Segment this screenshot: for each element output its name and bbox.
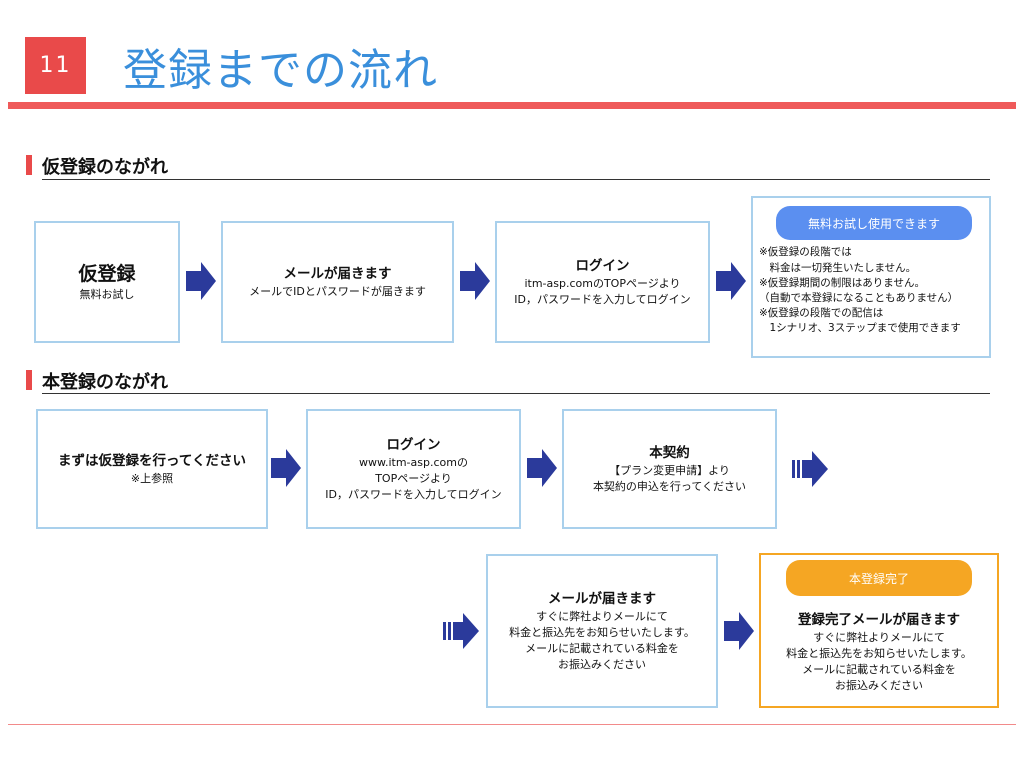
step-line: メールに記載されている料金を bbox=[802, 663, 956, 676]
continue-arrow-icon bbox=[443, 613, 479, 649]
arrow-right-icon bbox=[186, 262, 216, 300]
step-line: メールに記載されている料金を bbox=[525, 641, 679, 655]
section-rule bbox=[42, 179, 990, 180]
slide-number: 11 bbox=[25, 37, 86, 94]
step-title: メールが届きます bbox=[548, 590, 656, 607]
step-title: ログイン bbox=[386, 436, 441, 453]
arrow-right-icon bbox=[716, 262, 746, 300]
step-title: まずは仮登録を行ってください bbox=[58, 452, 246, 469]
step-line: www.itm-asp.comの bbox=[359, 455, 468, 469]
step-line: お振込みください bbox=[558, 657, 646, 671]
step-title: 仮登録 bbox=[78, 263, 136, 285]
step-line: ID，パスワードを入力してログイン bbox=[514, 292, 691, 306]
slide-title: 登録までの流れ bbox=[123, 45, 438, 96]
step-line: すぐに弊社よりメールにて bbox=[813, 631, 945, 644]
step-line: 無料お試し bbox=[79, 288, 135, 301]
step-provisional-register: 仮登録 無料お試し bbox=[34, 221, 180, 343]
step-line: ID，パスワードを入力してログイン bbox=[325, 487, 502, 501]
arrow-right-icon bbox=[527, 449, 557, 487]
step-line: 本契約の申込を行ってください bbox=[592, 479, 747, 493]
free-trial-badge: 無料お試し使用できます bbox=[776, 206, 972, 240]
note-line: ※仮登録の段階での配信は bbox=[759, 307, 884, 319]
step-login: ログイン itm-asp.comのTOPページより ID，パスワードを入力してロ… bbox=[495, 221, 710, 343]
section-marker bbox=[26, 370, 32, 390]
footer-divider bbox=[8, 724, 1016, 725]
step-line: ※上参照 bbox=[130, 471, 174, 485]
arrow-right-icon bbox=[460, 262, 490, 300]
step-line: TOPページより bbox=[375, 471, 452, 485]
section-heading-provisional: 仮登録のながれ bbox=[26, 153, 168, 179]
step-title: 本契約 bbox=[649, 444, 690, 461]
note-line: （自動で本登録になることもありません） bbox=[759, 292, 959, 304]
note-line: 1シナリオ、3ステップまで使用できます bbox=[759, 322, 961, 334]
step-line: itm-asp.comのTOPページより bbox=[524, 276, 681, 290]
title-divider bbox=[8, 102, 1016, 109]
step-line: メールでIDとパスワードが届きます bbox=[249, 284, 426, 298]
section-heading-text: 本登録のながれ bbox=[42, 372, 168, 393]
step-title: メールが届きます bbox=[283, 265, 392, 282]
section-rule bbox=[42, 393, 990, 394]
arrow-right-icon bbox=[271, 449, 301, 487]
registration-complete-badge: 本登録完了 bbox=[786, 560, 972, 596]
note-line: 料金は一切発生いたしません。 bbox=[759, 262, 917, 274]
section-heading-full: 本登録のながれ bbox=[26, 368, 168, 394]
step-line: 【プラン変更申請】より bbox=[609, 463, 730, 477]
step-title: ログイン bbox=[575, 257, 630, 274]
continue-arrow-icon bbox=[792, 451, 828, 487]
note-line: ※仮登録期間の制限はありません。 bbox=[759, 277, 925, 289]
step-title: 登録完了メールが届きます bbox=[798, 612, 960, 628]
arrow-right-icon bbox=[724, 612, 754, 650]
step-line: 料金と振込先をお知らせいたします。 bbox=[509, 625, 695, 639]
section-marker bbox=[26, 155, 32, 175]
step-line: お振込みください bbox=[835, 679, 923, 692]
step-payment-mail: メールが届きます すぐに弊社よりメールにて 料金と振込先をお知らせいたします。 … bbox=[486, 554, 718, 708]
step-login-full: ログイン www.itm-asp.comの TOPページより ID，パスワードを… bbox=[306, 409, 521, 529]
step-mail-arrives: メールが届きます メールでIDとパスワードが届きます bbox=[221, 221, 454, 343]
step-main-contract: 本契約 【プラン変更申請】より 本契約の申込を行ってください bbox=[562, 409, 777, 529]
registration-complete-text: 登録完了メールが届きます すぐに弊社よりメールにて 料金と振込先をお知らせいたし… bbox=[761, 611, 997, 694]
step-line: すぐに弊社よりメールにて bbox=[536, 609, 668, 623]
note-line: ※仮登録の段階では bbox=[759, 246, 852, 258]
step-line: 料金と振込先をお知らせいたします。 bbox=[786, 647, 972, 660]
section-heading-text: 仮登録のながれ bbox=[42, 157, 168, 178]
step-do-provisional-first: まずは仮登録を行ってください ※上参照 bbox=[36, 409, 268, 529]
